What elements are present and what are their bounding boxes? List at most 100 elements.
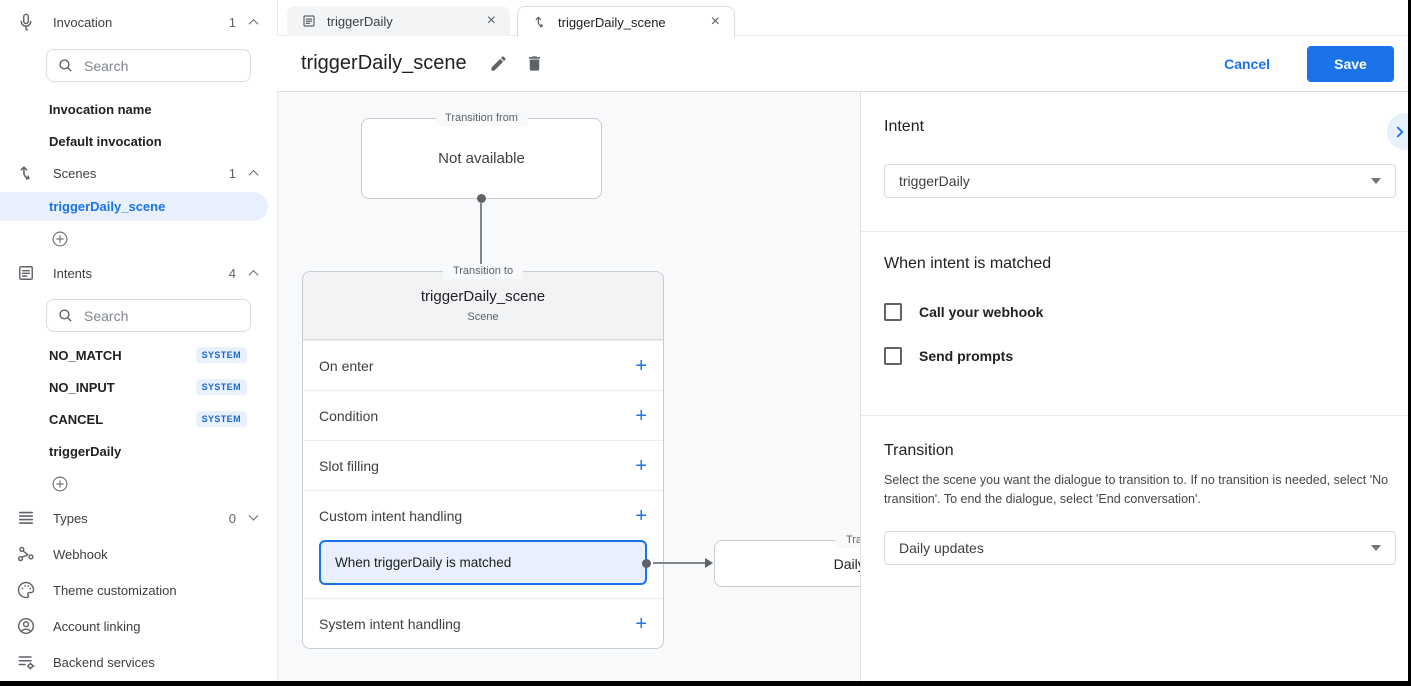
system-badge: SYSTEM — [195, 379, 247, 395]
types-icon — [16, 508, 36, 528]
transition-select-value: Daily updates — [899, 540, 984, 556]
content-area: Transition from Not available Transition… — [277, 92, 1408, 681]
chevron-up-icon[interactable] — [248, 269, 259, 280]
transition-from-node: Transition from Not available — [361, 111, 602, 199]
delete-icon[interactable] — [525, 54, 544, 73]
tab-label: triggerDaily — [327, 13, 393, 29]
intent-select[interactable]: triggerDaily — [884, 164, 1396, 198]
account-icon — [16, 616, 36, 636]
arrowhead-right-icon — [705, 558, 713, 568]
chevron-right-icon — [1396, 126, 1403, 137]
sidebar-item-invocation-name[interactable]: Invocation name — [0, 97, 277, 121]
search-icon — [59, 59, 72, 72]
system-badge: SYSTEM — [195, 411, 247, 427]
close-icon[interactable]: × — [710, 13, 720, 30]
add-slot-filling-icon[interactable]: + — [635, 454, 647, 477]
chevron-up-icon[interactable] — [248, 18, 259, 29]
connector-line-horizontal — [653, 562, 706, 564]
sidebar-section-types[interactable]: Types 0 — [0, 506, 277, 530]
item-label: CANCEL — [49, 411, 104, 427]
close-icon[interactable]: × — [486, 12, 496, 29]
intents-icon — [16, 263, 36, 283]
invocation-search — [46, 49, 251, 82]
item-label: triggerDaily — [49, 443, 122, 459]
intents-search — [46, 299, 251, 332]
scene-node-title: triggerDaily_scene — [420, 288, 546, 305]
sidebar-item-no-input[interactable]: NO_INPUT SYSTEM — [0, 375, 277, 399]
sidebar-section-invocation[interactable]: Invocation 1 — [0, 10, 277, 34]
add-scene-button[interactable] — [51, 230, 69, 248]
add-condition-icon[interactable]: + — [635, 404, 647, 427]
row-label: Custom intent handling — [319, 507, 463, 524]
add-custom-intent-icon[interactable]: + — [635, 504, 647, 527]
cancel-button[interactable]: Cancel — [1224, 55, 1270, 72]
sidebar-item-triggerdaily-intent[interactable]: triggerDaily — [0, 439, 277, 463]
sidebar-item-theme-customization[interactable]: Theme customization — [0, 578, 277, 602]
panel-divider — [861, 415, 1408, 416]
section-label: Scenes — [53, 165, 97, 181]
page-header: triggerDaily_scene Cancel Save — [277, 36, 1408, 92]
tab-triggerdaily[interactable]: triggerDaily × — [287, 6, 510, 36]
collapse-panel-button[interactable] — [1387, 113, 1408, 150]
add-system-intent-icon[interactable]: + — [635, 612, 647, 635]
section-count: 1 — [228, 165, 236, 181]
item-label: NO_INPUT — [49, 379, 115, 395]
save-button[interactable]: Save — [1307, 45, 1394, 82]
scene-node-subtitle: Scene — [467, 311, 499, 323]
scene-row-on-enter: On enter + — [303, 340, 663, 390]
intent-tab-icon — [301, 13, 317, 29]
scene-row-system-intent-handling: System intent handling + — [303, 598, 663, 648]
intent-handler-node-selected[interactable]: When triggerDaily is matched — [319, 540, 651, 585]
intent-detail-panel: Intent triggerDaily When intent is match… — [860, 92, 1408, 681]
intents-search-input[interactable] — [84, 307, 240, 324]
row-label: Slot filling — [319, 457, 379, 474]
sidebar-section-scenes[interactable]: Scenes 1 — [0, 161, 277, 185]
sidebar-section-intents[interactable]: Intents 4 — [0, 261, 277, 285]
system-badge: SYSTEM — [195, 347, 247, 363]
page-title: triggerDaily_scene — [301, 52, 467, 74]
transition-select[interactable]: Daily updates — [884, 531, 1396, 565]
chevron-up-icon[interactable] — [248, 169, 259, 180]
sidebar: Invocation 1 Invocation name Default inv… — [0, 0, 277, 681]
connector-dot — [641, 559, 651, 568]
intent-heading: Intent — [884, 118, 925, 135]
connector-dot — [477, 194, 486, 203]
matched-heading: When intent is matched — [884, 255, 1052, 272]
add-on-enter-icon[interactable]: + — [635, 354, 647, 377]
sidebar-item-no-match[interactable]: NO_MATCH SYSTEM — [0, 343, 277, 367]
sidebar-item-default-invocation[interactable]: Default invocation — [0, 129, 277, 153]
call-webhook-row: Call your webhook — [884, 303, 1408, 321]
transition-target-node[interactable]: Transition to Daily updates — [714, 533, 860, 587]
chevron-down-icon[interactable] — [248, 510, 259, 521]
node-legend: Transition to — [835, 533, 860, 548]
sidebar-item-webhook[interactable]: Webhook — [0, 542, 277, 566]
scene-row-condition: Condition + — [303, 390, 663, 440]
send-prompts-checkbox[interactable] — [884, 347, 902, 365]
item-label: triggerDaily_scene — [49, 199, 166, 214]
item-label: Invocation name — [49, 101, 152, 117]
invocation-search-input[interactable] — [84, 57, 240, 74]
add-intent-button[interactable] — [51, 475, 69, 493]
node-legend: Transition to — [442, 264, 524, 279]
tab-triggerdaily-scene[interactable]: triggerDaily_scene × — [517, 6, 735, 37]
section-label: Intents — [53, 265, 93, 281]
webhook-icon — [16, 544, 36, 564]
call-webhook-checkbox[interactable] — [884, 303, 902, 321]
dropdown-caret-icon — [1371, 178, 1381, 184]
edit-icon[interactable] — [489, 54, 508, 73]
item-label: Theme customization — [53, 582, 177, 598]
palette-icon — [16, 580, 36, 600]
sidebar-item-cancel-intent[interactable]: CANCEL SYSTEM — [0, 407, 277, 431]
tab-bar: triggerDaily × triggerDaily_scene × — [277, 0, 1408, 37]
sidebar-item-account-linking[interactable]: Account linking — [0, 614, 277, 638]
sidebar-item-backend-services[interactable]: Backend services — [0, 650, 277, 674]
node-text: Not available — [438, 150, 525, 167]
row-label: On enter — [319, 357, 374, 374]
node-text: Daily updates — [833, 555, 860, 572]
sidebar-item-triggerdaily-scene[interactable]: triggerDaily_scene — [0, 192, 268, 221]
search-icon — [59, 309, 72, 322]
section-count: 1 — [228, 14, 236, 30]
section-label: Invocation — [53, 14, 113, 30]
intent-handler-label: When triggerDaily is matched — [335, 555, 512, 570]
item-label: Webhook — [53, 546, 108, 562]
